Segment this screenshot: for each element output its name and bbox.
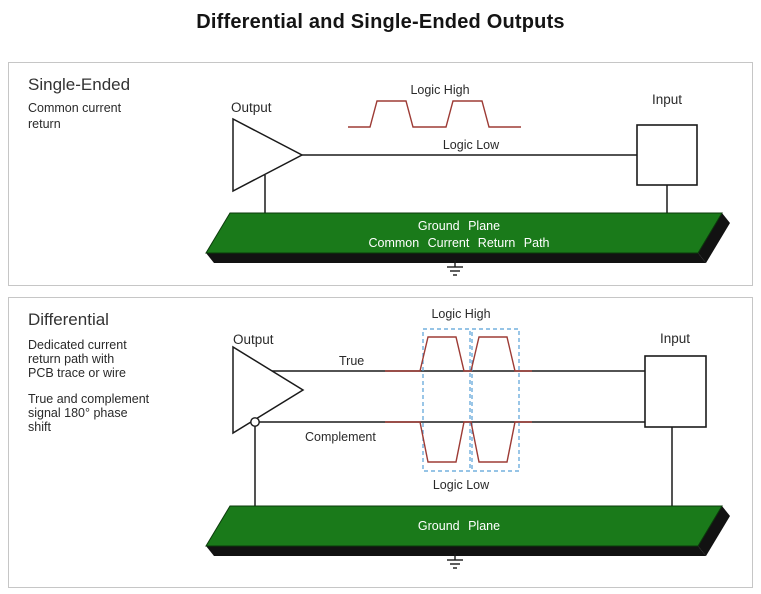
logic-high-label: Logic High	[431, 307, 490, 321]
differential-desc2-line2: signal 180° phase	[28, 406, 128, 420]
differential-desc1-line3: PCB trace or wire	[28, 366, 126, 380]
input-box	[644, 355, 707, 428]
input-box	[636, 124, 698, 186]
ground-plane-label-line2: Common Current Return Path	[368, 236, 549, 250]
output-label: Output	[233, 332, 274, 347]
differential-desc2-line3: shift	[28, 420, 51, 434]
plane-edge-bottom	[206, 253, 706, 263]
amplifier-triangle	[232, 117, 304, 193]
ground-plane	[205, 212, 723, 254]
differential-panel: Differential Dedicated current return pa…	[8, 297, 753, 588]
true-waveform	[385, 336, 532, 372]
inversion-bubble	[250, 417, 260, 427]
input-label: Input	[660, 331, 690, 346]
complement-label: Complement	[305, 430, 376, 444]
single-ended-diagram: Single-Ended Common current return Outpu…	[28, 75, 730, 276]
alignment-dashed-box-1	[422, 328, 471, 472]
true-label: True	[339, 354, 364, 368]
differential-desc1-line2: return path with	[28, 352, 114, 366]
logic-high-label: Logic High	[410, 83, 469, 97]
amplifier-triangle	[232, 345, 305, 435]
single-ended-subtext-line2: return	[28, 117, 61, 131]
output-label: Output	[231, 100, 272, 115]
single-ended-heading: Single-Ended	[28, 75, 130, 94]
differential-heading: Differential	[28, 310, 109, 329]
ground-plane	[205, 505, 723, 547]
alignment-dashed-box-2	[471, 328, 520, 472]
ground-plane-label: Ground Plane	[418, 519, 500, 533]
plane-edge-right	[698, 506, 730, 556]
single-ended-panel: Single-Ended Common current return Outpu…	[8, 62, 753, 286]
complement-waveform	[385, 421, 532, 463]
ground-plane-label-line1: Ground Plane	[418, 219, 500, 233]
ground-symbol	[447, 553, 463, 569]
page-title: Differential and Single-Ended Outputs	[196, 11, 565, 33]
differential-desc1-line1: Dedicated current	[28, 338, 127, 352]
plane-edge-right	[698, 213, 730, 263]
plane-edge-bottom	[206, 546, 706, 556]
input-label: Input	[652, 92, 682, 107]
differential-diagram: Differential Dedicated current return pa…	[28, 307, 730, 569]
logic-low-label: Logic Low	[433, 478, 490, 492]
differential-desc2-line1: True and complement	[28, 392, 150, 406]
logic-low-label: Logic Low	[443, 138, 500, 152]
single-ended-waveform	[348, 100, 521, 128]
ground-symbol	[447, 260, 463, 276]
single-ended-subtext-line1: Common current	[28, 101, 122, 115]
